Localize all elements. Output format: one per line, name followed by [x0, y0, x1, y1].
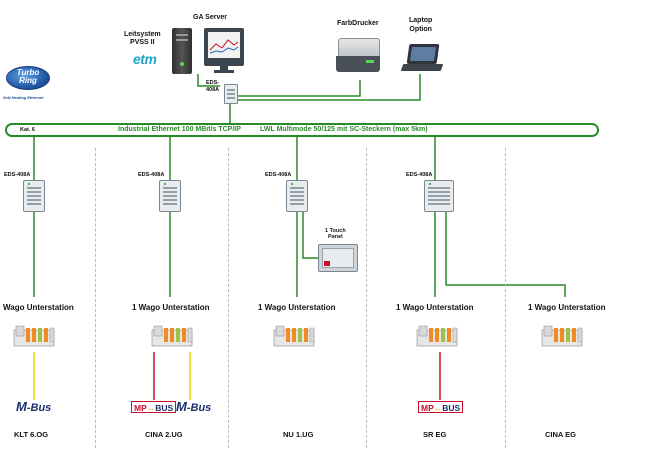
center-switch-icon: [224, 84, 238, 104]
touch-panel-link: [302, 190, 318, 259]
column-3-switch-icon: [286, 180, 308, 212]
column-3-switch-label: EDS-408A: [265, 172, 292, 178]
turbo-ring-tagline: Self-Healing Ethernet: [3, 95, 44, 100]
wago-module-icon: [541, 325, 583, 347]
column-separator: [366, 148, 367, 448]
column-3-station-label: 1 Wago Unterstation: [258, 303, 336, 312]
wago-module-icon: [151, 325, 193, 347]
mpbus-logo: MP↔BUS: [131, 401, 177, 413]
column-4-location: SR EG: [423, 430, 447, 439]
etm-logo: etm: [133, 51, 157, 67]
column-2-location: CINA 2.UG: [145, 430, 183, 439]
laptop-icon: [400, 44, 444, 74]
leitsystem-label: Leitsystem PVSS II: [124, 31, 161, 46]
mbus-logo: M-Bus: [16, 399, 52, 414]
touch-panel-label: 1 Touch Panel: [325, 228, 346, 240]
printer-icon: [336, 34, 380, 74]
mpbus-logo: MP↔BUS: [418, 401, 464, 413]
column-separator: [228, 148, 229, 448]
column-2-switch-icon: [159, 180, 181, 212]
ga-server-label: GA Server: [193, 14, 227, 21]
column-separator: [505, 148, 506, 448]
column-4-switch-icon: [424, 180, 454, 212]
server-link: [197, 74, 220, 87]
mbus-logo: M-Bus: [176, 399, 212, 414]
wago-module-icon: [416, 325, 458, 347]
column-1-switch-icon: [23, 180, 45, 212]
column-1-station-label: Wago Unterstation: [3, 303, 74, 312]
column-4-station-label: 1 Wago Unterstation: [396, 303, 474, 312]
touch-panel-icon: [318, 244, 358, 272]
server-tower-icon: [172, 28, 192, 74]
column-4-switch-label: EDS-408A: [406, 172, 433, 178]
ethernet-label: Industrial Ethernet 100 MBit/s TCP/IP: [118, 126, 241, 133]
column-5-location: CINA EG: [545, 430, 576, 439]
ethernet-bus: [5, 123, 599, 137]
turbo-ring-logo: Turbo Ring: [6, 66, 50, 90]
column-2-station-label: 1 Wago Unterstation: [132, 303, 210, 312]
printer-link: [234, 80, 361, 97]
column-1-switch-label: EDS-408A: [4, 172, 31, 178]
monitor-icon: [204, 28, 244, 70]
printer-label: FarbDrucker: [337, 20, 379, 27]
column-2-switch-label: EDS-408A: [138, 172, 165, 178]
center-switch-label: EDS- 408A: [206, 80, 220, 93]
fiber-label: LWL Multimode 50/125 mit SC-Steckern (ma…: [260, 126, 428, 133]
column-5-station-label: 1 Wago Unterstation: [528, 303, 606, 312]
column-3-location: NU 1.UG: [283, 430, 314, 439]
laptop-label: Laptop Option: [409, 17, 433, 33]
kat6-label: Kat. 6: [20, 127, 35, 133]
column-separator: [95, 148, 96, 448]
wago-module-icon: [273, 325, 315, 347]
monitor-stand: [214, 70, 234, 73]
wago-module-icon: [13, 325, 55, 347]
column-1-location: KLT 6.OG: [14, 430, 49, 439]
laptop-link: [238, 74, 421, 101]
